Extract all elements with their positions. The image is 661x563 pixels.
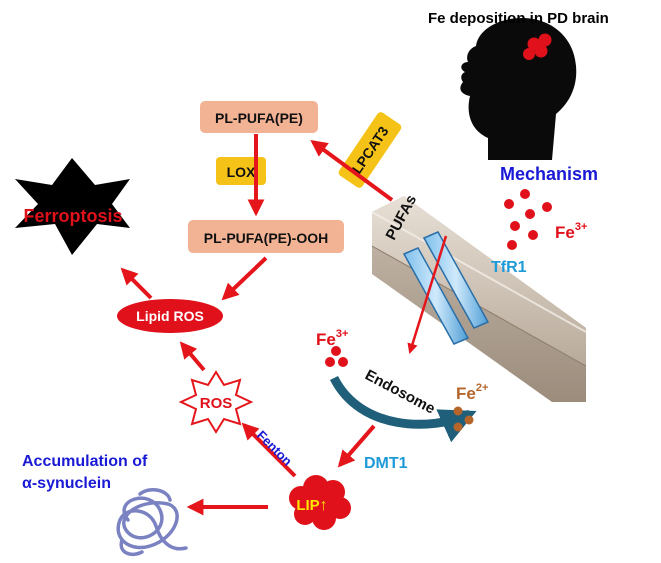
ferroptosis-star [15, 158, 130, 255]
lox-text: LOX [227, 164, 256, 180]
lip-text: LIP↑ [296, 497, 327, 514]
fe3-inside-label: Fe3+ [316, 328, 348, 349]
endosome-label: Endosome [362, 367, 438, 418]
pl-pufa-text: PL-PUFA(PE) [215, 110, 303, 126]
lipid-ros-text: Lipid ROS [136, 308, 204, 324]
tfr1-channel [402, 231, 490, 355]
tfr1-label: TfR1 [491, 259, 527, 276]
accumulation-line2: α-synuclein [22, 475, 111, 492]
ros-text: ROS [200, 395, 233, 412]
head-silhouette-icon [460, 18, 577, 160]
lpcat3-tag: LPCAT3 [338, 112, 402, 188]
lip-cloud [289, 475, 351, 530]
lipid-ros-ellipse [117, 299, 223, 333]
fe3-cluster-inside [325, 346, 348, 367]
arrow-dmt1-to-lip [337, 424, 376, 468]
alpha-synuclein-fibril-icon [116, 488, 188, 557]
fe3-cluster-outside [504, 189, 552, 250]
arrow-ooh-to-lipidros [221, 256, 268, 301]
pl-pufa-box [200, 101, 318, 133]
title-text: Fe deposition in PD brain [428, 10, 609, 27]
accumulation-line1: Accumulation of [22, 453, 148, 470]
ros-starburst [178, 370, 254, 434]
fe3-outside-label: Fe3+ [555, 221, 587, 242]
fenton-label: Fenton [254, 428, 295, 469]
arrow-pufas-to-plpufa [310, 140, 394, 202]
fe2-cluster [453, 406, 474, 432]
ferroptosis-text: Ferroptosis [23, 206, 122, 226]
pl-pufa-ooh-text: PL-PUFA(PE)-OOH [204, 230, 328, 246]
arrow-ros-to-lipidros [179, 341, 206, 372]
pl-pufa-ooh-box [188, 220, 344, 253]
arrow-lipidros-to-ferroptosis [120, 267, 153, 300]
dmt1-label: DMT1 [364, 455, 408, 472]
mechanism-label: Mechanism [500, 164, 598, 184]
fe2-label: Fe2+ [456, 382, 488, 403]
endosome-arrow [329, 375, 477, 443]
pathway-arrows [120, 134, 394, 516]
arrow-lip-to-ros [241, 422, 297, 478]
lox-tag [216, 157, 266, 185]
